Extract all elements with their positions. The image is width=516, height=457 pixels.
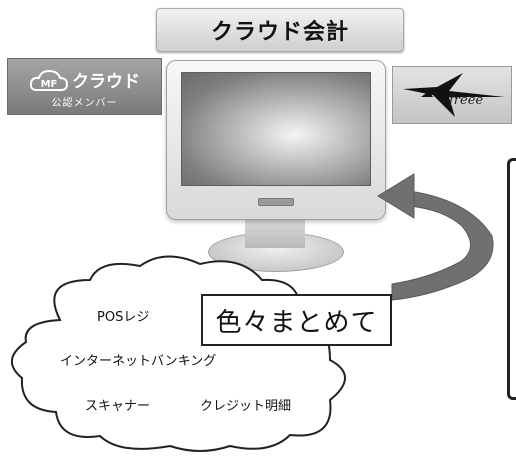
source-pos-register: POSレジ xyxy=(97,310,150,325)
mf-brand-name: クラウド xyxy=(72,72,140,92)
source-credit-statement: クレジット明細 xyxy=(200,399,292,414)
freee-badge: freee xyxy=(392,66,512,124)
monitor-power-button xyxy=(258,198,294,206)
mf-logo-row: MF クラウド xyxy=(8,67,161,92)
source-internet-banking: インターネットバンキング xyxy=(60,354,217,369)
callout-box: 色々まとめて xyxy=(201,294,392,346)
freee-wordmark: freee xyxy=(449,93,484,108)
title: クラウド会計 xyxy=(210,20,349,45)
arrow-head xyxy=(377,173,415,219)
mf-logo-letters: MF xyxy=(41,79,58,90)
title-plate: クラウド会計 xyxy=(156,8,404,52)
callout-text: 色々まとめて xyxy=(215,307,378,338)
right-bracket xyxy=(507,158,516,400)
mf-cloud-badge: MF クラウド 公認メンバー xyxy=(7,58,162,115)
monitor-neck xyxy=(245,218,305,248)
swallow-icon xyxy=(403,73,505,117)
monitor-screen xyxy=(181,72,371,186)
mf-subtitle: 公認メンバー xyxy=(51,98,118,109)
cloud-icon: MF xyxy=(29,69,69,91)
source-scanner: スキャナー xyxy=(85,399,151,414)
